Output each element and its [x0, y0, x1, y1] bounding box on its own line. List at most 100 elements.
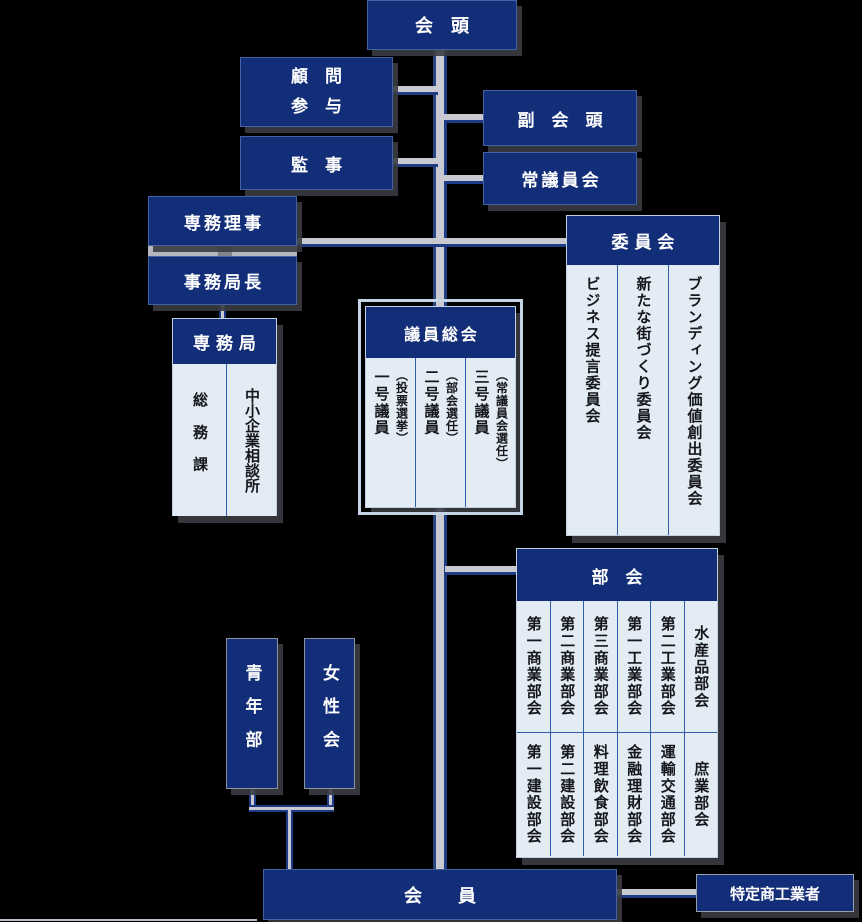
auditor-label: 監 事	[291, 155, 342, 175]
assembly-member-3-label: 三号議員	[472, 369, 490, 437]
section-finance: 金融理財部会	[625, 744, 643, 845]
sections-title: 部 会	[591, 567, 643, 587]
section-commerce-1: 第一商業部会	[524, 616, 542, 717]
assembly-member-3-note: （常議員会選任）	[494, 369, 509, 470]
connector-merge-drop	[286, 810, 293, 869]
node-auditor: 監 事	[240, 136, 393, 190]
sme-consultation-label: 中小企業相談所	[243, 387, 260, 493]
section-commerce-3: 第三商業部会	[591, 616, 609, 717]
section-commerce-2: 第二商業部会	[558, 616, 576, 717]
section-industry-2: 第二工業部会	[658, 616, 676, 717]
connector-director-committees	[297, 238, 566, 247]
assembly-member-1: （投票選挙） 一号議員	[371, 369, 411, 445]
node-managing-director: 専務理事	[148, 196, 297, 246]
committee-business-proposal: ビジネス提言委員会	[583, 276, 601, 425]
section-cell: 水産品部会	[683, 601, 717, 732]
assembly-member-3: （常議員会選任） 三号議員	[471, 369, 511, 470]
node-women-association: 女性会	[304, 638, 355, 789]
secretariat-division-cell: 総務課	[173, 364, 226, 516]
assembly-member-1-label: 一号議員	[372, 369, 390, 437]
assembly-column: （投票選挙） 一号議員	[366, 358, 415, 507]
women-association-label: 女性会	[320, 663, 339, 764]
panel-sections: 部 会 第一商業部会 第二商業部会 第三商業部会 第一工業部会 第二工業部会 水…	[516, 548, 718, 858]
connector-secretary-secretariat	[219, 305, 226, 318]
panel-secretariat: 専務局 総務課 中小企業相談所	[172, 318, 277, 516]
node-chairman: 会 頭	[367, 0, 517, 50]
chairman-label: 会 頭	[415, 16, 469, 36]
panel-assembly: 議員総会 （投票選挙） 一号議員 （部会選任） 二号議員 （常議員会選任） 三号…	[358, 299, 523, 515]
node-specified-traders: 特定商工業者	[696, 874, 854, 912]
advisors-label-line2: 参 与	[291, 97, 342, 116]
node-sections: 部 会	[517, 549, 717, 601]
section-construction-1: 第一建設部会	[524, 744, 542, 845]
connector-standing-council	[444, 175, 484, 184]
connector-specified-traders	[617, 889, 697, 898]
secretariat-label: 専務局	[193, 334, 262, 353]
section-cell: 第二商業部会	[549, 601, 583, 732]
connector-sections	[445, 566, 517, 575]
connector-vice-chairman	[444, 114, 484, 123]
section-cell: 第一建設部会	[517, 733, 550, 856]
committee-column: ビジネス提言委員会	[567, 265, 617, 535]
node-secretariat: 専務局	[173, 319, 276, 364]
node-members: 会 員	[263, 869, 617, 920]
bottom-edge-line	[0, 919, 257, 921]
secretariat-body: 総務課 中小企業相談所	[173, 364, 276, 516]
section-cell: 金融理財部会	[616, 733, 650, 856]
node-standing-council: 常議員会	[483, 152, 637, 205]
node-advisors: 顧 問 参 与	[240, 57, 393, 127]
assembly-member-2-note: （部会選任）	[444, 369, 459, 445]
connector-youth-stub	[249, 789, 256, 811]
connector-notch	[218, 246, 232, 256]
general-affairs-label: 総務課	[191, 391, 208, 489]
youth-division-label: 青年部	[242, 663, 262, 764]
vice-chairman-label: 副 会 頭	[517, 110, 603, 130]
advisors-label-line1: 顧 問	[291, 67, 342, 87]
section-industry-1: 第一工業部会	[625, 616, 643, 717]
node-assembly: 議員総会	[366, 307, 515, 358]
members-label: 会 員	[404, 885, 476, 906]
node-vice-chairman: 副 会 頭	[483, 90, 637, 146]
committee-new-town: 新たな街づくり委員会	[634, 276, 652, 441]
section-cell: 第三商業部会	[583, 601, 617, 732]
committees-title: 委員会	[611, 233, 681, 252]
sections-row-2: 第一建設部会 第二建設部会 料理飲食部会 金融理財部会 運輸交通部会 庶業部会	[517, 732, 717, 856]
section-cell: 料理飲食部会	[583, 733, 617, 856]
secretariat-division-cell: 中小企業相談所	[226, 364, 276, 516]
committees-body: ビジネス提言委員会 新たな街づくり委員会 ブランディング価値創出委員会	[567, 265, 719, 535]
node-secretary-general: 事務局長	[148, 256, 297, 305]
connector-auditor	[392, 158, 438, 167]
section-cell: 運輸交通部会	[650, 733, 684, 856]
assembly-body: （投票選挙） 一号議員 （部会選任） 二号議員 （常議員会選任） 三号議員	[366, 358, 515, 507]
section-marine-products: 水産品部会	[692, 624, 710, 709]
section-construction-2: 第二建設部会	[558, 744, 576, 845]
node-youth-division: 青年部	[226, 638, 278, 789]
assembly-member-1-note: （投票選挙）	[394, 369, 409, 445]
standing-council-label: 常議員会	[521, 171, 602, 190]
panel-committees: 委員会 ビジネス提言委員会 新たな街づくり委員会 ブランディング価値創出委員会	[566, 215, 720, 536]
section-cell: 第一工業部会	[616, 601, 650, 732]
connector-director-secretary	[148, 246, 297, 256]
managing-director-label: 専務理事	[183, 213, 265, 233]
committee-column: 新たな街づくり委員会	[617, 265, 668, 535]
assembly-title: 議員総会	[404, 326, 480, 344]
section-cell: 第二工業部会	[650, 601, 684, 732]
section-cell: 第二建設部会	[549, 733, 583, 856]
section-transport: 運輸交通部会	[658, 744, 676, 845]
section-restaurant: 料理飲食部会	[591, 744, 609, 845]
specified-traders-label: 特定商工業者	[729, 885, 820, 903]
section-cell: 第一商業部会	[517, 601, 550, 732]
section-misc-business: 庶業部会	[692, 760, 710, 829]
assembly-column: （部会選任） 二号議員	[415, 358, 465, 507]
sections-row-1: 第一商業部会 第二商業部会 第三商業部会 第一工業部会 第二工業部会 水産品部会	[517, 601, 717, 732]
assembly-member-2: （部会選任） 二号議員	[421, 369, 461, 445]
node-committees: 委員会	[567, 216, 719, 265]
secretary-general-label: 事務局長	[183, 273, 265, 292]
connector-women-stub	[327, 789, 334, 811]
assembly-member-2-label: 二号議員	[422, 369, 440, 437]
connector-merge-bar	[249, 805, 334, 812]
committee-column: ブランディング価値創出委員会	[668, 265, 719, 535]
connector-advisors	[392, 86, 438, 95]
committee-branding-value: ブランディング価値創出委員会	[685, 276, 703, 507]
